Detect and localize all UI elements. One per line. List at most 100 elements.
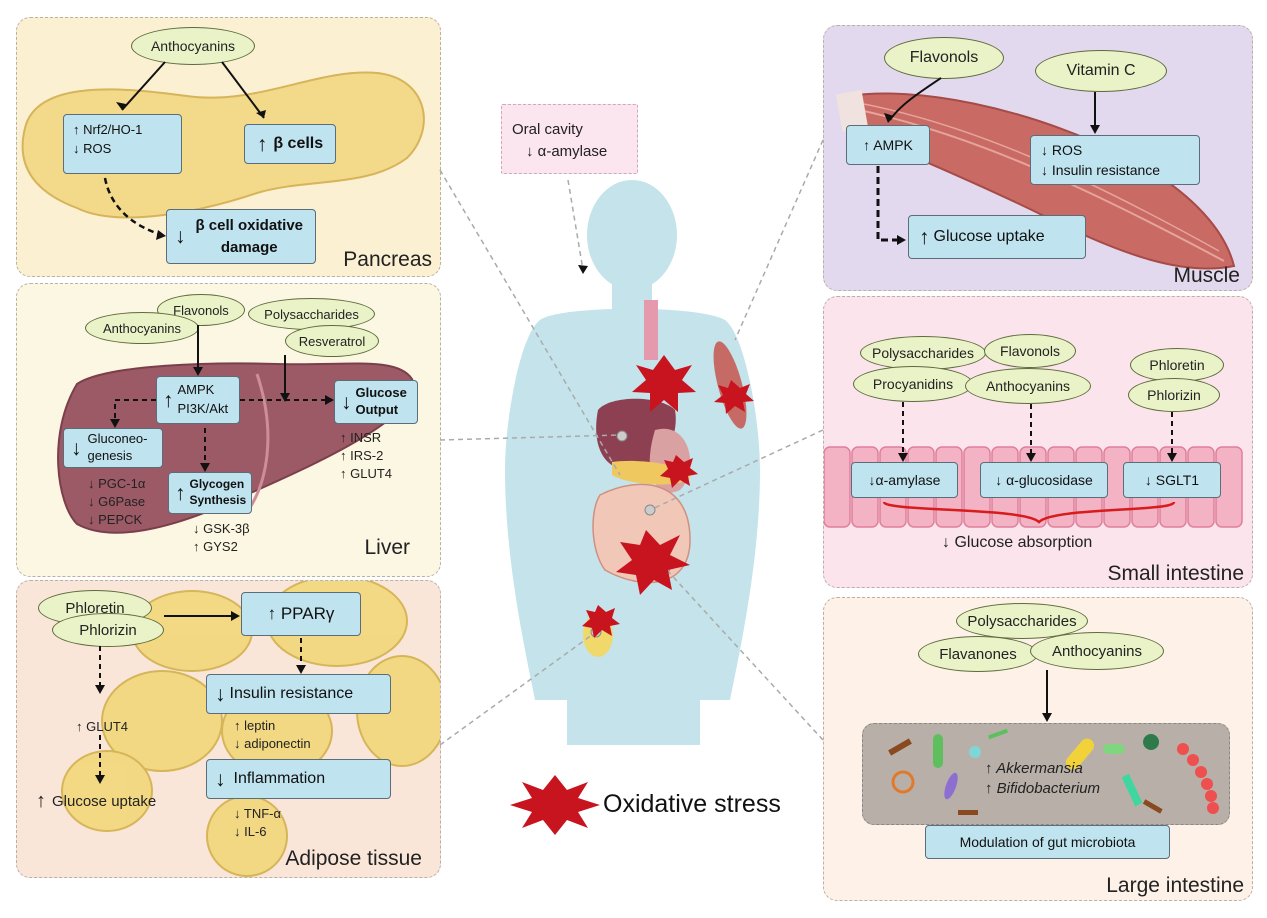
si-source-phlorizin: Phlorizin bbox=[1128, 378, 1220, 412]
oxidative-stress-bursts bbox=[582, 355, 754, 638]
liver-ampk-box: ↑ AMPK PI3K/Akt bbox=[156, 376, 240, 424]
insulin-resistance-label: Insulin resistance bbox=[229, 685, 354, 703]
si-amylase-box: ↓α-amylase bbox=[851, 462, 958, 498]
oxidative-stress-legend-icon bbox=[510, 775, 600, 835]
muscle-ros-box: ↓ ROS ↓ Insulin resistance bbox=[1030, 135, 1200, 185]
up-arrow-icon: ↑ bbox=[36, 790, 46, 812]
sglt1-label: ↓ SGLT1 bbox=[1144, 471, 1200, 488]
pancreas-ros-line: ↓ ROS bbox=[73, 140, 112, 156]
adipose-inflam-notes: ↓ TNF-α ↓ IL-6 bbox=[234, 805, 281, 841]
microbiota-label: Modulation of gut microbiota bbox=[959, 833, 1136, 850]
liver-source-polysaccharides: Polysaccharides bbox=[248, 298, 375, 330]
adipose-inflammation-box: ↓ Inflammation bbox=[206, 759, 391, 799]
glucose-output-label: Glucose Output bbox=[355, 385, 407, 417]
muscle-source-vitamin-c: Vitamin C bbox=[1035, 50, 1167, 92]
adipose-insulin-box: ↓ Insulin resistance bbox=[206, 674, 391, 714]
glycogen-label: Glycogen Synthesis bbox=[189, 477, 247, 507]
si-source-procyanidins: Procyanidins bbox=[853, 366, 973, 402]
muscle-source-flavonols: Flavonols bbox=[884, 37, 1004, 79]
tnfa-note: ↓ TNF-α bbox=[234, 806, 281, 821]
adipose-glut4-note: ↑ GLUT4 bbox=[76, 719, 129, 734]
liver-glycogen-box: ↑ Glycogen Synthesis bbox=[168, 472, 252, 514]
glucose-uptake-label: Glucose uptake bbox=[933, 228, 1045, 246]
irs2-note: ↑ IRS-2 bbox=[340, 448, 384, 464]
si-source-flavonols: Flavonols bbox=[984, 334, 1076, 368]
adiponectin-note: ↓ adiponectin bbox=[234, 736, 311, 752]
ppar-label: ↑ PPARγ bbox=[267, 603, 335, 623]
muscle-glucose-uptake-box: ↑ Glucose uptake bbox=[908, 215, 1086, 259]
down-arrow-icon: ↓ bbox=[175, 225, 186, 248]
down-arrow-icon: ↓ bbox=[215, 682, 226, 706]
pgc1a-note: ↓ PGC-1α bbox=[88, 476, 146, 491]
bacteria-illustration bbox=[888, 728, 1219, 815]
adipose-title: Adipose tissue bbox=[285, 847, 422, 870]
liver-source-resveratrol: Resveratrol bbox=[285, 325, 379, 357]
small-intestine-title: Small intestine bbox=[1107, 562, 1244, 585]
liver-gluco-notes: ↓ PGC-1α ↓ G6Pase ↓ PEPCK bbox=[88, 475, 145, 530]
beta-cells-label: β cells bbox=[273, 135, 324, 153]
liver-output-notes: ↑ INSR ↑ IRS-2 ↑ GLUT4 bbox=[340, 429, 392, 484]
si-glucose-absorption: ↓ Glucose absorption bbox=[942, 534, 1093, 551]
si-sglt1-box: ↓ SGLT1 bbox=[1123, 462, 1221, 498]
oral-cavity-title: Oral cavity bbox=[512, 121, 583, 138]
adipose-insulin-notes: ↑ leptin ↓ adiponectin bbox=[234, 717, 311, 753]
up-arrow-icon: ↑ bbox=[163, 388, 174, 412]
liver-title: Liver bbox=[364, 536, 410, 559]
inflammation-label: Inflammation bbox=[233, 770, 326, 788]
gys2-note: ↑ GYS2 bbox=[193, 539, 238, 555]
li-source-anthocyanins: Anthocyanins bbox=[1030, 632, 1164, 670]
pancreas-oxidative-damage-box: ↓ β cell oxidative damage bbox=[166, 209, 316, 264]
human-body-silhouette bbox=[505, 180, 760, 745]
insulin-line: ↓ Insulin resistance bbox=[1041, 162, 1161, 179]
leptin-note: ↑ leptin bbox=[234, 718, 276, 733]
pancreas-beta-cells-box: ↑ β cells bbox=[244, 124, 336, 164]
ros-line: ↓ ROS bbox=[1041, 142, 1083, 158]
si-source-anthocyanins: Anthocyanins bbox=[965, 368, 1091, 404]
li-source-flavanones: Flavanones bbox=[918, 636, 1038, 672]
akkermansia-note: ↑ Akkermansia bbox=[985, 760, 1083, 777]
ampk-line: AMPK bbox=[177, 382, 215, 398]
oral-cavity-text: ↓ α-amylase bbox=[526, 143, 608, 160]
si-source-phloretin: Phloretin bbox=[1130, 348, 1224, 382]
insr-note: ↑ INSR bbox=[340, 430, 382, 445]
liver-glycogen-notes: ↓ GSK-3β ↑ GYS2 bbox=[193, 520, 250, 556]
muscle-ampk-box: ↑ AMPK bbox=[846, 125, 930, 165]
pancreas-source-anthocyanins: Anthocyanins bbox=[131, 27, 255, 65]
up-arrow-icon: ↑ bbox=[919, 225, 930, 249]
pancreas-nrf2-line: ↑ Nrf2/HO-1 bbox=[73, 122, 143, 137]
li-source-polysaccharides: Polysaccharides bbox=[956, 603, 1088, 639]
down-arrow-icon: ↓ bbox=[341, 390, 352, 414]
adipocyte-illustration bbox=[61, 581, 440, 877]
adipose-glucose-uptake: ↑ Glucose uptake bbox=[36, 787, 156, 815]
oxidative-stress-legend-label: Oxidative stress bbox=[603, 790, 781, 818]
oral-cavity-box: Oral cavity ↓ α-amylase bbox=[501, 104, 638, 174]
ampk-label: ↑ AMPK bbox=[863, 136, 913, 153]
up-arrow-icon: ↑ bbox=[175, 481, 186, 505]
amylase-label: ↓α-amylase bbox=[868, 471, 941, 488]
pepck-note: ↓ PEPCK bbox=[88, 512, 143, 528]
liver-glucose-output-box: ↓ Glucose Output bbox=[334, 380, 418, 424]
si-glucosidase-box: ↓ α-glucosidase bbox=[980, 462, 1108, 498]
pi3k-line: PI3K/Akt bbox=[177, 401, 229, 416]
bifidobacterium-note: ↑ Bifidobacterium bbox=[985, 780, 1101, 797]
gluconeogenesis-label: Gluconeo-genesis bbox=[87, 431, 148, 463]
down-arrow-icon: ↓ bbox=[215, 767, 226, 791]
up-arrow-icon: ↑ bbox=[256, 132, 268, 156]
gut-microbiota-area: ↑ Akkermansia ↑ Bifidobacterium bbox=[862, 723, 1230, 825]
g6pase-note: ↓ G6Pase bbox=[88, 494, 146, 510]
glut4-note: ↑ GLUT4 bbox=[340, 466, 393, 482]
adipose-source-phlorizin: Phlorizin bbox=[52, 613, 164, 647]
il6-note: ↓ IL-6 bbox=[234, 824, 267, 840]
muscle-title: Muscle bbox=[1173, 264, 1240, 287]
down-arrow-icon: ↓ bbox=[71, 436, 82, 460]
adipose-ppar-box: ↑ PPARγ bbox=[241, 592, 361, 636]
glucose-uptake-label: Glucose uptake bbox=[52, 792, 157, 810]
gsk3b-note: ↓ GSK-3β bbox=[193, 521, 250, 536]
oxidative-damage-label: β cell oxidative damage bbox=[195, 216, 304, 256]
liver-source-anthocyanins: Anthocyanins bbox=[85, 312, 199, 344]
pancreas-title: Pancreas bbox=[343, 248, 432, 271]
glucosidase-label: ↓ α-glucosidase bbox=[995, 471, 1093, 488]
liver-gluconeogenesis-box: ↓ Gluconeo-genesis bbox=[63, 428, 163, 468]
pancreas-nrf2-box: ↑ Nrf2/HO-1 ↓ ROS bbox=[63, 114, 182, 174]
li-microbiota-box: Modulation of gut microbiota bbox=[925, 825, 1170, 859]
